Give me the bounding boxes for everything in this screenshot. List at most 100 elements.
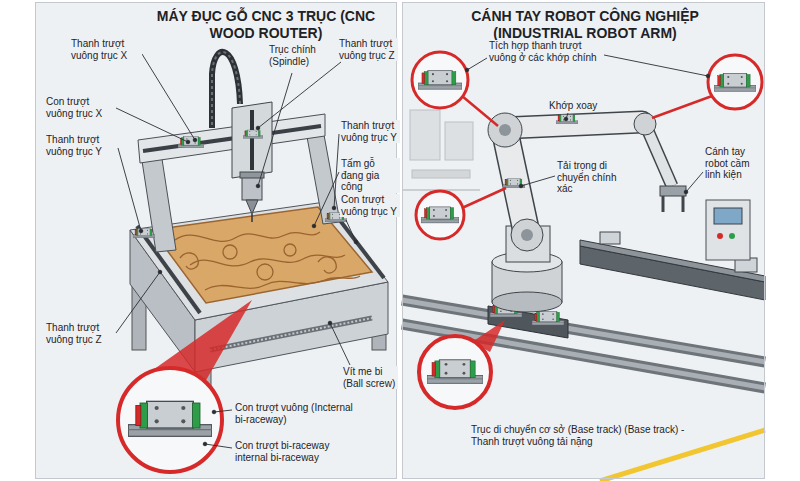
cnc-machine — [175, 232, 360, 290]
leader-line — [354, 240, 358, 244]
linear-block — [243, 130, 263, 138]
leader-line — [706, 74, 710, 78]
cnc-machine — [246, 200, 258, 214]
control-cabinet — [717, 233, 723, 239]
robot-arm — [499, 124, 511, 136]
control-cabinet — [706, 200, 750, 260]
callout-label: Con trượt vuông trục X — [45, 96, 115, 119]
robot-arm — [511, 219, 543, 251]
linear-block — [133, 229, 155, 238]
leader-line — [314, 172, 339, 226]
panel-ground — [35, 2, 765, 479]
detail-inset — [418, 71, 462, 89]
control-cabinet — [729, 233, 735, 239]
leader-line — [118, 148, 141, 231]
callout-label: Khớp xoay — [548, 100, 608, 112]
leader-line — [205, 444, 232, 448]
detail-inset — [412, 52, 762, 408]
linear-block — [133, 130, 347, 238]
cnc-machine — [305, 124, 340, 224]
leader-line — [116, 54, 358, 448]
cnc-machine — [250, 110, 254, 170]
leader-line — [256, 126, 260, 130]
leader-line — [116, 108, 188, 142]
cnc-machine — [180, 253, 198, 269]
linear-block — [532, 312, 564, 325]
detail-inset — [412, 52, 468, 108]
cnc-machine — [242, 176, 262, 200]
panel-title: CÁNH TAY ROBOT CÔNG NGHIỆP (INDUSTRIAL R… — [454, 8, 716, 42]
factory-background — [410, 110, 440, 160]
leader-line — [519, 184, 523, 188]
leader-line — [214, 410, 232, 412]
leader-line — [564, 117, 568, 121]
control-cabinet — [706, 200, 750, 260]
leader-line — [328, 321, 332, 325]
callout-label: Con trượt vuông (Incternal bi-raceway) — [234, 402, 362, 425]
leader-line — [467, 58, 487, 70]
callout-label: Con trượt bi-raceway internal bi-raceway — [234, 440, 362, 463]
leader-line — [186, 140, 190, 144]
robot-arm — [662, 196, 665, 212]
leader-line — [142, 54, 195, 140]
control-cabinet — [714, 208, 742, 224]
cnc-machine — [175, 232, 320, 241]
leader-line — [465, 55, 710, 194]
factory-background — [412, 170, 470, 178]
leader-line — [158, 270, 162, 274]
panel-ground — [35, 2, 397, 479]
detail-inset — [714, 74, 756, 92]
robot-arm — [682, 196, 685, 212]
leader-line — [203, 442, 207, 446]
cnc-machine — [318, 257, 336, 273]
detail-inset — [462, 96, 498, 126]
cnc-machine — [223, 245, 237, 259]
callout-label: Thanh trượt vuông trục X — [70, 38, 142, 61]
factory-background — [445, 122, 473, 160]
robot-arm — [521, 229, 533, 241]
callout-label: Tích hợp thanh trượt vuông ở các khớp ch… — [488, 40, 604, 63]
cnc-machine — [251, 214, 253, 222]
leader-line — [684, 190, 688, 194]
factory-background — [402, 110, 480, 190]
callout-label: Tấm gỗ đang gia công — [340, 158, 400, 193]
cnc-machine — [257, 264, 273, 280]
detail-inset — [708, 55, 762, 109]
detail-inset — [118, 368, 222, 472]
detail-inset — [419, 336, 491, 408]
leader-line — [686, 172, 703, 192]
detail-inset — [421, 207, 459, 223]
callout-label: Thanh trượt vuông trục Z — [338, 38, 398, 61]
leader-line — [346, 220, 356, 242]
callout-label: Thanh trượt vuông trục Z — [45, 322, 115, 345]
cnc-machine — [130, 52, 388, 390]
cnc-machine — [284, 244, 296, 256]
robot-arm — [488, 113, 686, 312]
panel: CÁNH TAY ROBOT CÔNG NGHIỆP (INDUSTRIAL R… — [402, 2, 765, 479]
linear-block — [503, 179, 525, 188]
detail-inset — [652, 96, 712, 118]
leader-line — [258, 73, 292, 186]
linear-block — [178, 137, 204, 148]
callout-label: Cánh tay robot cầm linh kiện — [704, 146, 762, 181]
conveyor — [600, 232, 620, 244]
callout-label: Con trượt vuông trục Y — [340, 194, 400, 217]
leader-line — [330, 323, 350, 365]
detail-inset — [427, 360, 483, 384]
callout-label: Thanh trượt vuông trục Y — [45, 134, 117, 157]
detail-inset — [118, 300, 252, 472]
panel-title: MÁY ĐỤC GỖ CNC 3 TRỤC (CNC WOOD ROUTER) — [156, 8, 376, 42]
robot-arm — [660, 186, 686, 196]
cnc-machine — [205, 276, 360, 290]
leader-line — [312, 224, 316, 228]
robot-arm — [634, 113, 656, 135]
robot-arm — [488, 113, 522, 147]
leader-line — [116, 272, 160, 333]
callout-label: Tải trọng di chuyển chính xác — [556, 160, 618, 195]
callout-label: Vít me bi (Ball screw) — [342, 366, 398, 389]
cnc-machine — [152, 207, 372, 303]
leader-line — [604, 55, 708, 76]
cnc-machine — [232, 102, 272, 178]
